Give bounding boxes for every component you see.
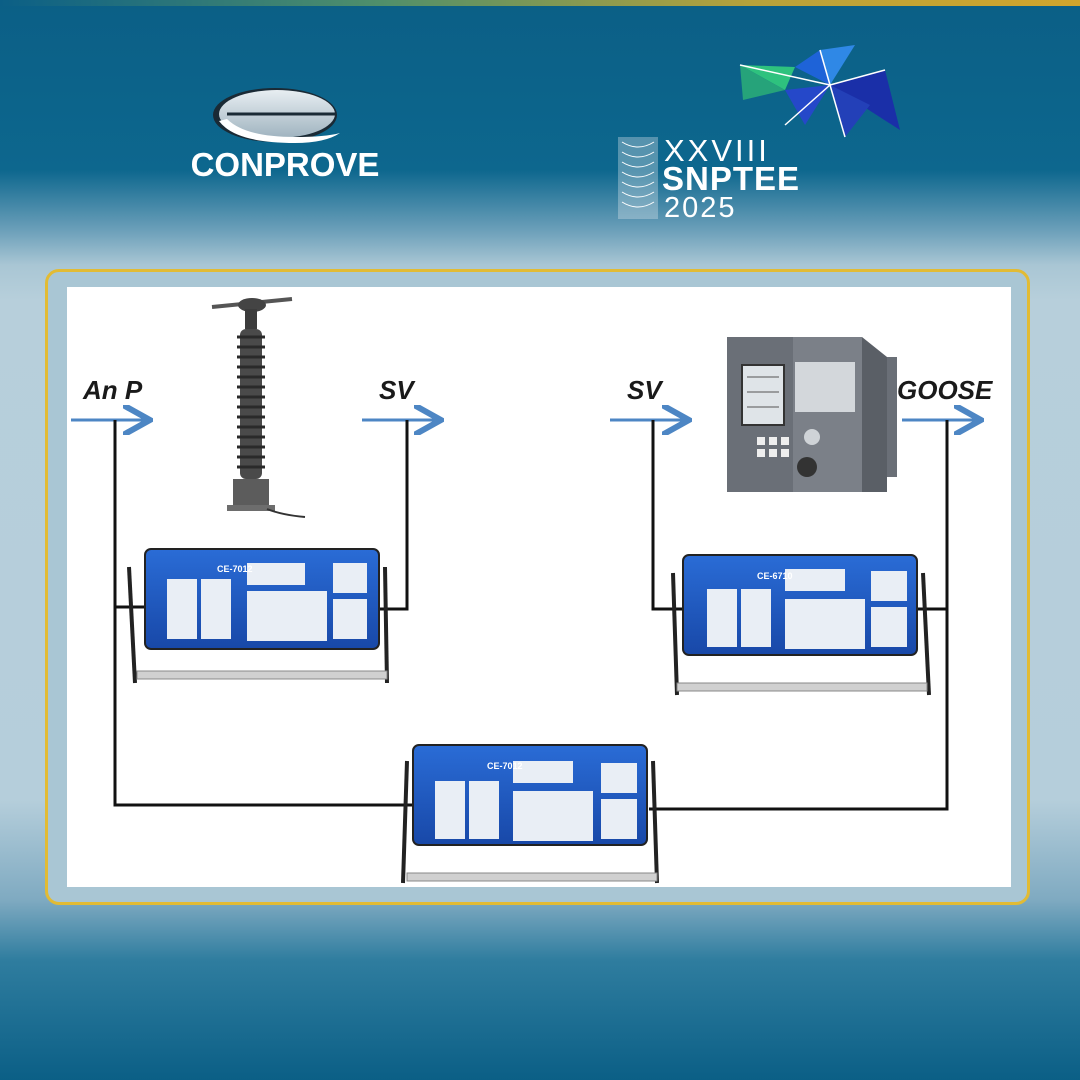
- right-test-set-model: CE-6710: [757, 571, 793, 581]
- sv-left-label: SV: [379, 375, 414, 405]
- top-accent-line: [0, 0, 1080, 6]
- bottom-test-set-model: CE-7012: [487, 761, 523, 771]
- snptee-year: 2025: [664, 192, 737, 224]
- goose-label: GOOSE: [897, 375, 993, 405]
- sv-right-label: SV: [627, 375, 662, 405]
- left-test-set-model: CE-7012: [217, 564, 253, 574]
- conprove-wordmark: CONPROVE: [190, 146, 380, 183]
- right-test-set: [671, 554, 931, 696]
- snptee-wordmark: SNPTEE: [662, 160, 801, 197]
- bottom-test-set: [401, 744, 659, 884]
- an-p-to-bottom-wire: [113, 607, 412, 807]
- snptee-pattern-icon: [618, 137, 658, 219]
- diagram-drawing: CE-7012 CE-6710 CE-7012: [71, 297, 1011, 884]
- goose-to-bottom-wire: [649, 609, 949, 811]
- sv-left-wire: [377, 420, 409, 611]
- protection-relay-icon: [727, 337, 897, 492]
- sv-right-wire: [651, 420, 682, 611]
- snptee-edition: XXVIII: [664, 133, 770, 168]
- snptee-tower-logo-icon: [739, 45, 900, 138]
- left-test-set: [127, 548, 389, 684]
- diagram-canvas: CE-7012 CE-6710 CE-7012 An P SV SV GOOSE: [67, 287, 1011, 887]
- optical-current-transformer-icon: [211, 297, 306, 518]
- conprove-ellipse-logo-icon: [213, 88, 340, 143]
- an-p-label: An P: [83, 375, 143, 405]
